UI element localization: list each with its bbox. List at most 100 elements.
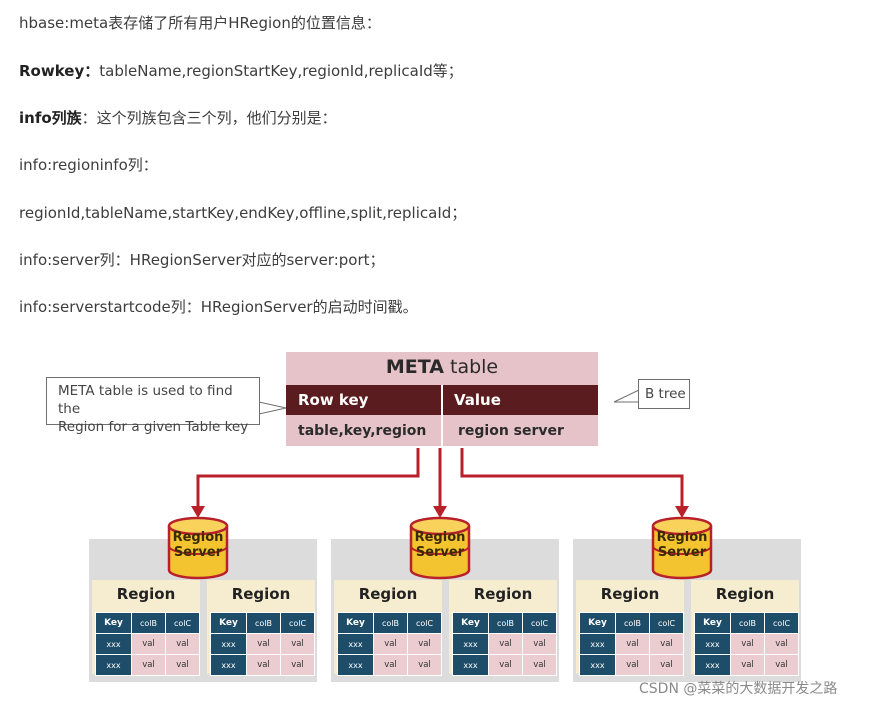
region-table-cell: val: [246, 633, 281, 655]
region-table-cell: val: [764, 633, 799, 655]
region-table-header: Key: [694, 612, 731, 634]
database-cylinder-icon: [651, 516, 713, 580]
region-table-header: colC: [649, 612, 684, 634]
region-table-cell: val: [165, 654, 200, 676]
region-table-header: colB: [373, 612, 408, 634]
region-table-cell: val: [246, 654, 281, 676]
region-title: Region: [715, 585, 775, 603]
region-table-cell: val: [373, 633, 408, 655]
region-table-header: colC: [764, 612, 799, 634]
region-table-cell: val: [280, 633, 315, 655]
region-table-cell: val: [488, 654, 523, 676]
region-table-cell: xxx: [337, 654, 374, 676]
region-table-header: Key: [579, 612, 616, 634]
region-table-cell: val: [373, 654, 408, 676]
region-table-cell: xxx: [452, 654, 489, 676]
region-table-cell: val: [649, 633, 684, 655]
region-table-header: colC: [522, 612, 557, 634]
region-title: Region: [473, 585, 533, 603]
csdn-watermark: CSDN @菜菜的大数据开发之路: [639, 681, 838, 697]
meta-cell-rowkey: table,key,region: [298, 423, 427, 439]
paragraph-3: info列族：这个列族包含三个列，他们分别是：: [19, 109, 337, 127]
region-table-cell: xxx: [579, 633, 616, 655]
region-table-cell: val: [522, 654, 557, 676]
region-table-cell: val: [649, 654, 684, 676]
region-table-header: colB: [615, 612, 650, 634]
region-table-cell: xxx: [694, 654, 731, 676]
meta-table-diagram: META table Row key Value table,key,regio…: [0, 340, 884, 706]
paragraph-5: regionId,tableName,startKey,endKey,offli…: [19, 204, 467, 222]
region-table-cell: val: [131, 633, 166, 655]
region-table-cell: val: [131, 654, 166, 676]
paragraph-7: info:serverstartcode列：HRegionServer的启动时间…: [19, 298, 418, 316]
region-table-header: colC: [407, 612, 442, 634]
paragraph-6: info:server列：HRegionServer对应的server:port…: [19, 251, 385, 269]
region-table-header: colB: [246, 612, 281, 634]
region-table-cell: val: [280, 654, 315, 676]
region-table-cell: xxx: [337, 633, 374, 655]
meta-table: META table Row key Value table,key,regio…: [286, 352, 598, 446]
region-table-header: colC: [280, 612, 315, 634]
region-table-header: Key: [210, 612, 247, 634]
region-table-header: colC: [165, 612, 200, 634]
meta-table-title: META table: [385, 356, 499, 378]
region-title: Region: [358, 585, 418, 603]
database-cylinder-icon: [167, 516, 229, 580]
callout-meta-purpose: META table is used to find the Region fo…: [46, 377, 260, 435]
paragraph-2: Rowkey：tableName,regionStartKey,regionId…: [19, 62, 463, 80]
region-table-cell: val: [615, 654, 650, 676]
region-table-header: colB: [131, 612, 166, 634]
paragraph-1: hbase:meta表存储了所有用户HRegion的位置信息：: [19, 14, 381, 32]
region-table-header: colB: [488, 612, 523, 634]
region-table-cell: val: [730, 633, 765, 655]
paragraph-4: info:regioninfo列：: [19, 156, 158, 174]
region-table-cell: xxx: [210, 633, 247, 655]
region-table-cell: val: [730, 654, 765, 676]
region-table-header: Key: [337, 612, 374, 634]
region-title: Region: [600, 585, 660, 603]
region-table-header: Key: [452, 612, 489, 634]
region-table-cell: val: [764, 654, 799, 676]
region-table-cell: xxx: [95, 633, 132, 655]
region-title: Region: [116, 585, 176, 603]
region-table-cell: val: [407, 633, 442, 655]
region-table-cell: val: [488, 633, 523, 655]
meta-cell-value: region server: [458, 423, 564, 439]
region-table-cell: xxx: [579, 654, 616, 676]
database-cylinder-icon: [409, 516, 471, 580]
region-table-cell: xxx: [452, 633, 489, 655]
arrow-to-server-3: [460, 448, 684, 508]
region-table-header: colB: [730, 612, 765, 634]
region-table-cell: val: [407, 654, 442, 676]
meta-col-value: Value: [454, 391, 501, 409]
region-table-cell: xxx: [95, 654, 132, 676]
region-title: Region: [231, 585, 291, 603]
region-table-cell: val: [615, 633, 650, 655]
callout-right-pointer: [613, 389, 640, 403]
region-table-cell: val: [165, 633, 200, 655]
meta-col-rowkey: Row key: [298, 391, 369, 409]
region-table-cell: val: [522, 633, 557, 655]
meta-column-divider: [441, 385, 443, 446]
region-table-cell: xxx: [694, 633, 731, 655]
callout-left-pointer: [258, 401, 287, 415]
region-table-header: Key: [95, 612, 132, 634]
arrow-to-server-1: [196, 448, 420, 508]
